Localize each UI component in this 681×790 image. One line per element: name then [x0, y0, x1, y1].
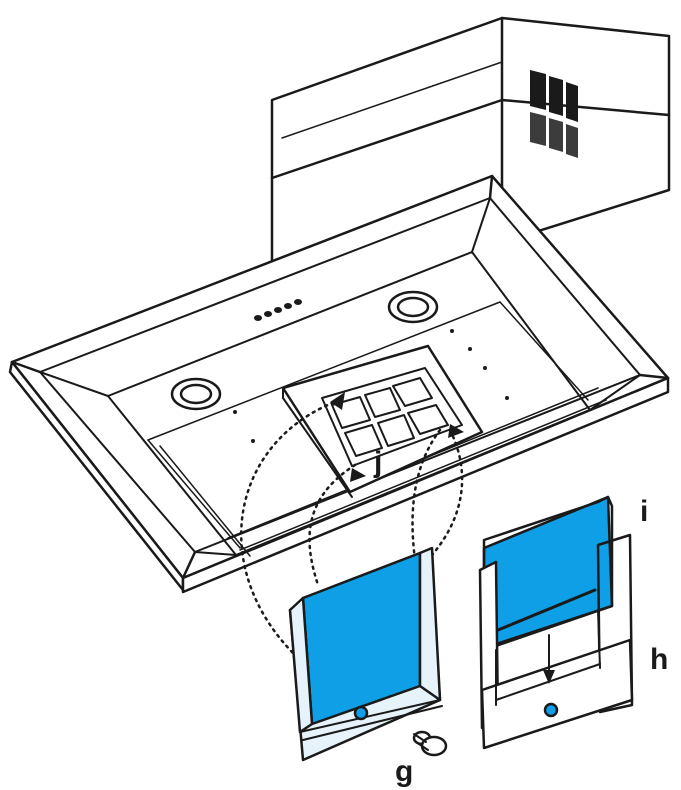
- hood-light-right: [387, 290, 439, 324]
- hood-light-left: [170, 377, 222, 411]
- callout-label-j: j: [374, 446, 383, 479]
- control-buttons: [254, 299, 302, 321]
- callout-label-g: g: [395, 755, 414, 788]
- callout-label-h: h: [650, 643, 669, 676]
- duct-vent-slots: [530, 70, 578, 158]
- dotted-guide-paths: [240, 398, 464, 717]
- callout-label-i: i: [640, 495, 649, 528]
- chimney-duct-cover: [270, 16, 671, 264]
- grease-filter-left: [288, 546, 443, 762]
- underside-rivets: [233, 329, 509, 443]
- filter-mounting-plate: [281, 344, 484, 498]
- filter-screw: [412, 730, 448, 757]
- charcoal-filter-right: [478, 495, 634, 750]
